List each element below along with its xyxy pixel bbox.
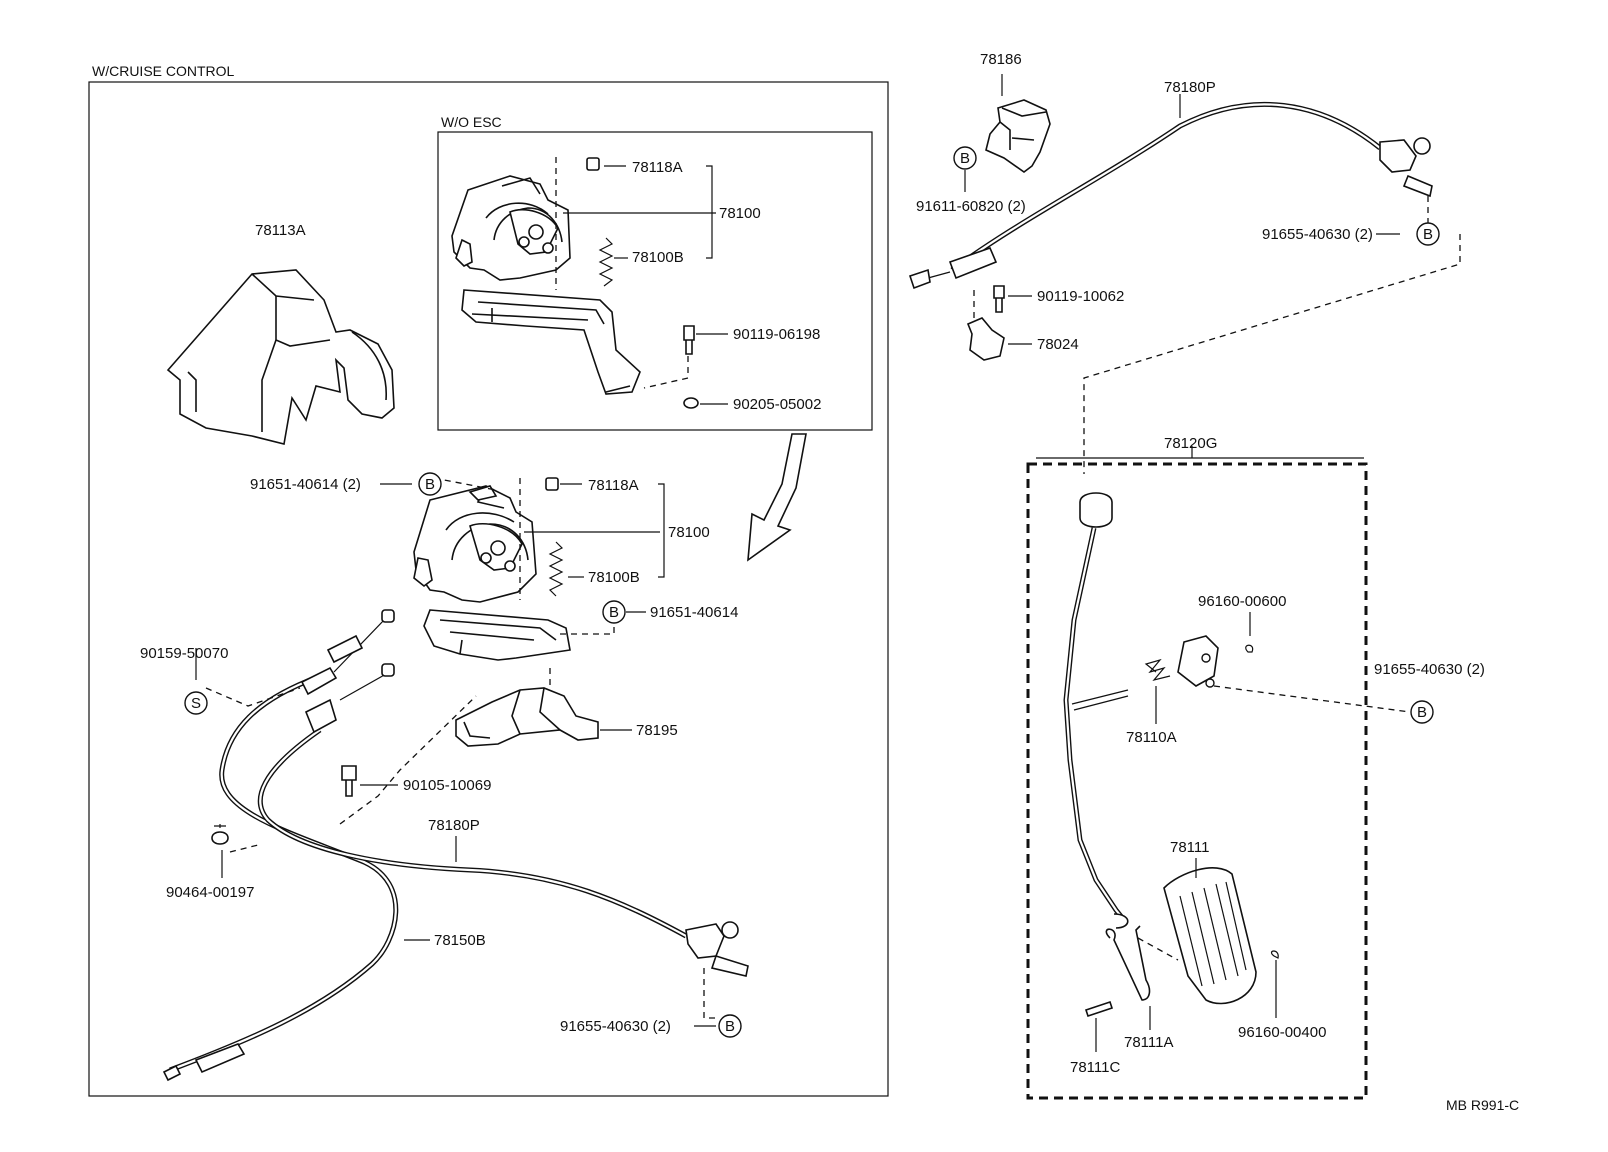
label-90119-06198: 90119-06198 <box>733 326 820 343</box>
bolt-marker-b-icon <box>1410 700 1434 724</box>
label-78180p-left: 78180P <box>428 817 480 834</box>
label-78100b-inset: 78100B <box>632 249 684 266</box>
marker-b-label: B <box>425 476 435 493</box>
inset-nut-90205-05002-drawing <box>683 397 699 409</box>
label-78118a-inset: 78118A <box>632 159 683 176</box>
inset-bushing-78118a-drawing <box>586 157 600 171</box>
cruise-cable-78150b-drawing <box>162 609 399 1082</box>
label-90119-10062: 90119-10062 <box>1037 288 1124 305</box>
marker-b-label: B <box>1417 704 1427 721</box>
bracket-78195-drawing <box>455 687 599 747</box>
label-78180p-right: 78180P <box>1164 79 1216 96</box>
wo-esc-inset-title: W/O ESC <box>441 114 502 130</box>
label-78100: 78100 <box>668 524 710 541</box>
clamp-78024-drawing <box>966 317 1005 361</box>
label-90205-05002: 90205-05002 <box>733 396 821 413</box>
inset-spring-78100b-drawing <box>598 237 614 287</box>
sealant-marker-s-icon <box>184 691 208 715</box>
bolt-marker-b-icon <box>602 600 626 624</box>
clip-90464-00197-drawing <box>211 831 229 845</box>
bolt-marker-b-icon <box>953 146 977 170</box>
pivot-pin-drawing <box>1071 689 1129 705</box>
label-91651-40614: 91651-40614 <box>650 604 738 621</box>
label-78111: 78111 <box>1170 839 1210 856</box>
throttle-cable-78180p-left-drawing <box>257 634 749 977</box>
pedal-assembly-78120g-frame <box>1026 462 1368 1100</box>
cruise-control-panel-title: W/CRUISE CONTROL <box>92 63 235 79</box>
bolt-90105-10069-drawing <box>341 765 357 797</box>
pedal-pad-78111-drawing <box>1163 867 1257 1005</box>
label-96160-00400: 96160-00400 <box>1238 1024 1326 1041</box>
marker-b-label: B <box>609 604 619 621</box>
label-91655-40630-2-right: 91655-40630 (2) <box>1374 661 1485 678</box>
label-78111a: 78111A <box>1124 1034 1174 1051</box>
label-78195: 78195 <box>636 722 678 739</box>
clip-96160-00400-drawing <box>1270 950 1279 959</box>
cruise-control-panel-frame <box>88 81 889 1097</box>
label-78100-inset: 78100 <box>719 205 761 222</box>
marker-b-label: B <box>960 150 970 167</box>
label-96160-00600: 96160-00600 <box>1198 593 1286 610</box>
label-90464-00197: 90464-00197 <box>166 884 254 901</box>
bolt-marker-b-icon <box>718 1014 742 1038</box>
accelerator-pedal-arm-drawing <box>1063 492 1129 929</box>
cover-78113a-drawing <box>166 269 395 445</box>
label-91611-60820-2: 91611-60820 (2) <box>916 198 1026 215</box>
label-78113a: 78113A <box>255 222 306 239</box>
bolt-marker-b-icon <box>1416 222 1440 246</box>
spring-78110a-drawing <box>1144 658 1171 682</box>
label-91651-40614-2: 91651-40614 (2) <box>250 476 361 493</box>
pin-78111c-drawing <box>1084 1000 1114 1018</box>
label-78150b: 78150B <box>434 932 486 949</box>
label-90105-10069: 90105-10069 <box>403 777 491 794</box>
inset-actuator-assembly-drawing <box>451 175 641 395</box>
inset-bolt-90119-06198-drawing <box>683 325 695 355</box>
label-78110a: 78110A <box>1126 729 1177 746</box>
label-78024: 78024 <box>1037 336 1079 353</box>
variant-arrow-icon <box>747 433 807 562</box>
marker-b-label: B <box>1423 226 1433 243</box>
throttle-cable-78180p-right-drawing <box>908 101 1433 290</box>
label-78118a: 78118A <box>588 477 639 494</box>
label-90159-50070: 90159-50070 <box>140 645 228 662</box>
bracket-pedal-drawing <box>1177 635 1219 687</box>
bushing-78118a-drawing <box>545 477 559 491</box>
bolt-90119-10062-drawing <box>993 285 1005 313</box>
spring-78111a-drawing <box>1105 925 1151 1001</box>
diagram-code: MB R991-C <box>1446 1097 1519 1113</box>
label-78186: 78186 <box>980 51 1022 68</box>
marker-s-label: S <box>191 695 201 712</box>
actuator-assembly-drawing <box>413 485 571 661</box>
bracket-78186-drawing <box>985 99 1051 173</box>
label-78100b: 78100B <box>588 569 640 586</box>
marker-b-label: B <box>725 1018 735 1035</box>
bolt-marker-b-icon <box>418 472 442 496</box>
label-78111c: 78111C <box>1070 1059 1120 1076</box>
clip-96160-00600-drawing <box>1245 644 1254 653</box>
label-78120g: 78120G <box>1164 435 1217 452</box>
label-91655-40630-2-left: 91655-40630 (2) <box>560 1018 671 1035</box>
label-91655-40630-2-top: 91655-40630 (2) <box>1262 226 1373 243</box>
wo-esc-inset-frame <box>437 131 873 431</box>
spring-78100b-drawing <box>548 541 564 597</box>
